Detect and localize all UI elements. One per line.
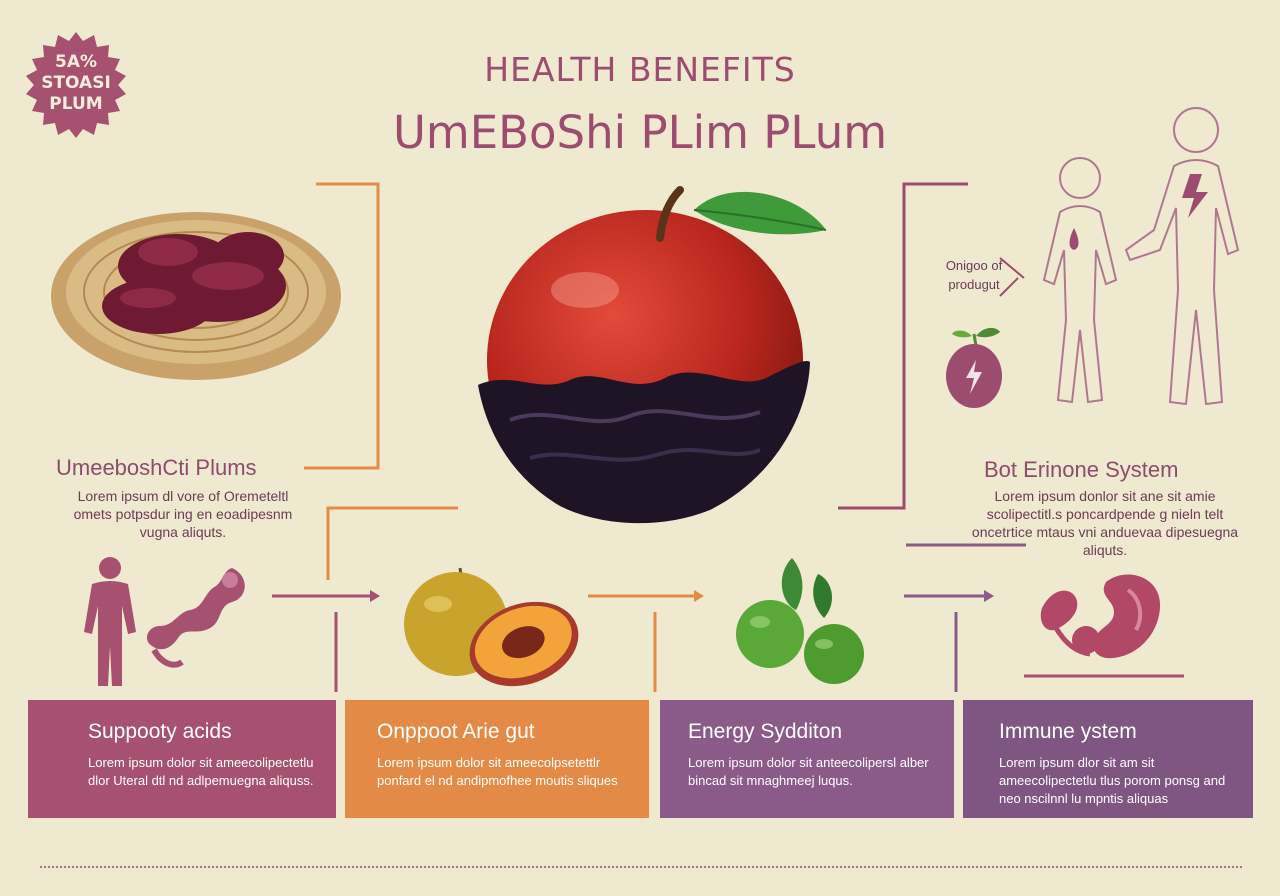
callout-line-1: Onigoo of bbox=[945, 258, 1003, 273]
card-title: Energy Sydditon bbox=[688, 720, 843, 743]
organ-icon bbox=[1040, 574, 1161, 659]
callout-line-2: produgut bbox=[948, 277, 1000, 292]
card-body: Lorem ipsum dolor sit ameecolipectetlu d… bbox=[88, 755, 314, 788]
card-immune: Immune ystem Lorem ipsum dlor sit am sit… bbox=[963, 700, 1253, 818]
card-title: Onppoot Arie gut bbox=[377, 720, 535, 743]
card-energy: Energy Sydditon Lorem ipsum dolor sit an… bbox=[660, 700, 954, 818]
red-plum-image bbox=[478, 186, 827, 524]
badge-line-1: 5A% bbox=[54, 52, 98, 72]
badge-line-3: PLUM bbox=[49, 94, 103, 114]
apple-energy-icon bbox=[946, 327, 1002, 408]
page-title: UmEBoShi PLim PLum bbox=[392, 106, 888, 159]
left-section-body: Lorem ipsum dl vore of Oremeteltl omets … bbox=[73, 488, 293, 540]
person-intestine-icon bbox=[84, 557, 245, 686]
card-supports-acids: Suppooty acids Lorem ipsum dolor sit ame… bbox=[28, 700, 336, 818]
footer-divider bbox=[40, 866, 1242, 868]
badge-seal-icon bbox=[26, 32, 126, 138]
right-section-body: Lorem ipsum donlor sit ane sit amie scol… bbox=[971, 488, 1239, 558]
badge-line-2: STOASI bbox=[41, 73, 111, 93]
plum-basket-image bbox=[51, 212, 341, 380]
card-body: Lorem ipsum dlor sit am sit ameecolipect… bbox=[999, 755, 1226, 806]
apricot-image bbox=[404, 567, 579, 687]
card-body: Lorem ipsum dolor sit anteecolipersl alb… bbox=[688, 755, 929, 788]
right-section-heading: Bot Erinone System bbox=[984, 457, 1179, 482]
page-subtitle: HEALTH BENEFITS bbox=[484, 50, 796, 89]
person-icon bbox=[84, 557, 136, 686]
callout-label: Onigoo of produgut bbox=[928, 256, 1020, 294]
card-gut: Onppoot Arie gut Lorem ipsum dolor sit a… bbox=[345, 700, 649, 818]
card-title: Immune ystem bbox=[999, 720, 1137, 743]
card-title: Suppooty acids bbox=[88, 720, 232, 743]
human-figures-icon bbox=[1042, 107, 1240, 406]
intestine-icon bbox=[146, 568, 245, 668]
left-section-heading: UmeeboshCti Plums bbox=[56, 455, 257, 480]
card-body: Lorem ipsum dolor sit ameecolpsetettlr p… bbox=[377, 755, 618, 788]
green-plums-image bbox=[736, 558, 864, 684]
badge-text: 5A% STOASI PLUM bbox=[22, 52, 130, 115]
